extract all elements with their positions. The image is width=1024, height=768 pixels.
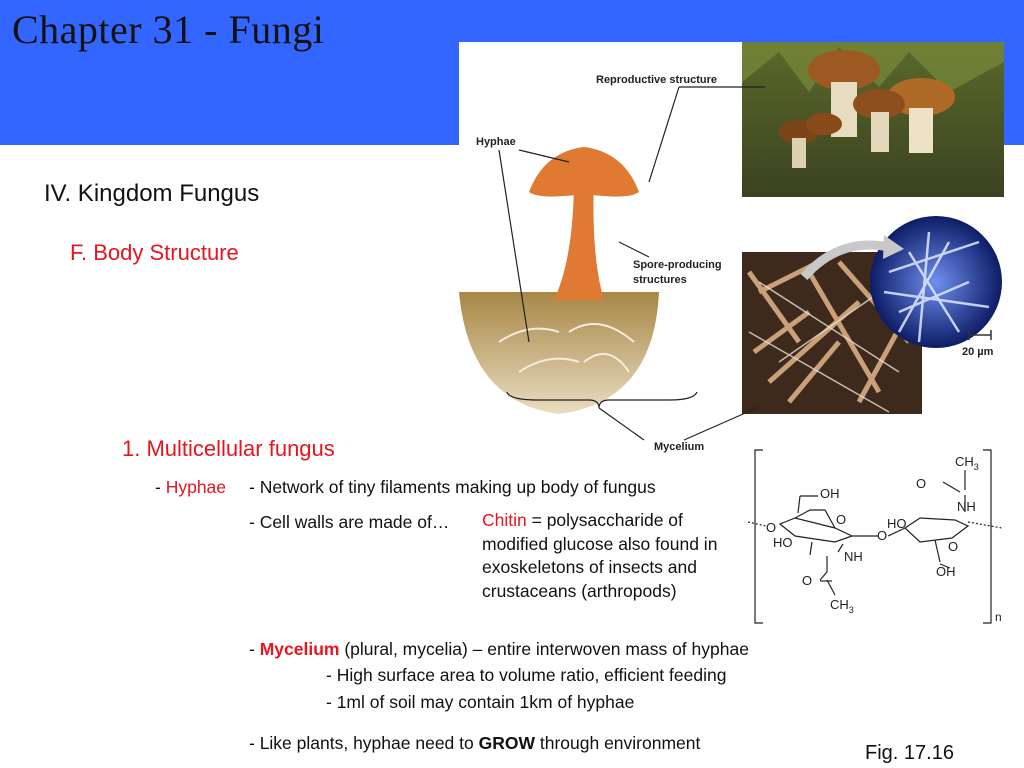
label-leaders	[498, 86, 765, 441]
mycelium-term: Mycelium	[259, 639, 340, 659]
grow-line: - Like plants, hyphae need to GROW throu…	[249, 733, 700, 754]
mushroom-illustration	[459, 147, 659, 414]
fungus-diagram: 20 µm Reproductive structure Hyphae Spor…	[459, 42, 1004, 453]
chitin-o-link: O	[877, 528, 887, 543]
chitin-ch3-bottom: CH3	[830, 597, 854, 615]
chitin-o-left: O	[766, 520, 776, 535]
grow-emphasis: GROW	[478, 733, 535, 753]
chitin-definition: = polysaccharide of modified glucose als…	[482, 510, 718, 601]
chitin-ch3-top: CH3	[955, 454, 979, 472]
cell-walls-lead: - Cell walls are made of…	[249, 512, 450, 532]
mushroom-photo	[742, 42, 1004, 197]
chitin-bonds	[747, 449, 1003, 624]
scale-bar-label: 20 µm	[962, 346, 994, 358]
mycelium-point-1: - High surface area to volume ratio, eff…	[326, 665, 727, 685]
chitin-structure: CH3 O NH OH O O HO NH O HO O OH O CH3 n	[747, 449, 1003, 624]
mycelium-line: - Mycelium (plural, mycelia) – entire in…	[249, 639, 749, 660]
chitin-ch3-bottom-base: CH	[830, 597, 849, 612]
chitin-ho-left: HO	[773, 535, 793, 550]
mycelium-dash: -	[249, 639, 260, 659]
chitin-o-ring1: O	[836, 512, 846, 527]
chitin-ch3-bottom-sub: 3	[849, 605, 854, 615]
chitin-ch3-top-sub: 3	[974, 462, 979, 472]
figure-caption: Fig. 17.16	[865, 742, 954, 764]
chitin-description: Chitin = polysaccharide of modified gluc…	[482, 509, 722, 603]
grow-post: through environment	[535, 733, 701, 753]
chitin-nh-mid: NH	[844, 549, 863, 564]
hyphae-term: - Hyphae	[155, 477, 226, 498]
scale-bar: 20 µm	[962, 330, 994, 358]
hyphae-micrograph	[800, 216, 1002, 348]
chitin-n-subscript: n	[995, 610, 1002, 624]
fungus-figure: 20 µm Reproductive structure Hyphae Spor…	[459, 42, 1004, 460]
section-multicellular-fungus: 1. Multicellular fungus	[122, 436, 335, 461]
mycelium-point-2: - 1ml of soil may contain 1km of hyphae	[326, 692, 635, 712]
chitin-o-top: O	[916, 476, 926, 491]
chitin-oh-top: OH	[820, 486, 840, 501]
label-spore-structures: structures	[633, 274, 687, 286]
hyphae-definition: - Network of tiny filaments making up bo…	[249, 477, 656, 497]
chitin-o-ring2: O	[948, 539, 958, 554]
slide-title: Chapter 31 - Fungi	[12, 7, 325, 52]
heading-kingdom-fungus: IV. Kingdom Fungus	[44, 180, 260, 207]
mycelium-definition: (plural, mycelia) – entire interwoven ma…	[339, 639, 749, 659]
chitin-ho-mid: HO	[887, 516, 907, 531]
label-hyphae: Hyphae	[476, 136, 516, 148]
hyphae-dash: -	[155, 477, 166, 497]
label-mycelium: Mycelium	[654, 441, 704, 453]
chitin-nh-right: NH	[957, 499, 976, 514]
chitin-o-bottom: O	[802, 573, 812, 588]
label-spore-producing: Spore-producing	[633, 259, 722, 271]
hyphae-label: Hyphae	[165, 477, 227, 497]
chitin-term: Chitin	[482, 510, 527, 530]
chitin-oh-bottom: OH	[936, 564, 956, 579]
grow-pre: - Like plants, hyphae need to	[249, 733, 479, 753]
chitin-ch3-top-base: CH	[955, 454, 974, 469]
label-reproductive-structure: Reproductive structure	[596, 74, 717, 86]
subheading-body-structure: F. Body Structure	[70, 240, 239, 265]
